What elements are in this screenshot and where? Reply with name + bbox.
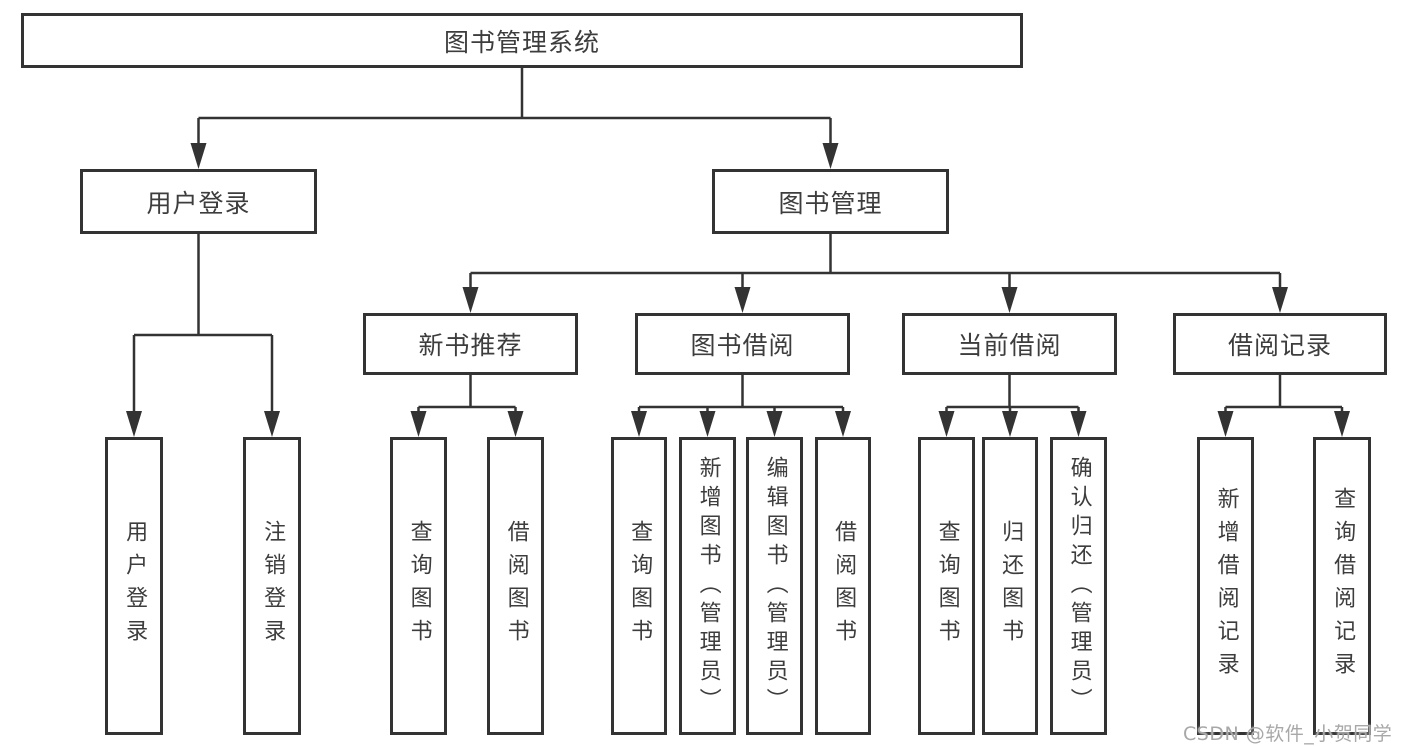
arrowhead-icon xyxy=(1001,287,1018,313)
leaf-label: 注销登录 xyxy=(260,520,286,652)
arrowhead-icon xyxy=(938,411,955,437)
leaf-label: 用户登录 xyxy=(122,520,148,652)
node-current-borrow: 当前借阅 xyxy=(902,313,1117,375)
arrowhead-icon xyxy=(835,411,851,437)
node-user-login: 用户登录 xyxy=(80,169,317,234)
arrowhead-icon xyxy=(1272,287,1288,313)
arrowhead-icon xyxy=(462,287,479,313)
node-borrow-records: 借阅记录 xyxy=(1173,313,1387,375)
leaf-add-book-admin: 新增图书（管理员） xyxy=(679,437,736,735)
leaf-borrow-books-recommend: 借阅图书 xyxy=(487,437,544,735)
arrowhead-icon xyxy=(264,411,280,437)
leaf-add-borrow-record: 新增借阅记录 xyxy=(1197,437,1254,735)
leaf-confirm-return-admin: 确认归还（管理员） xyxy=(1050,437,1107,735)
arrowhead-icon xyxy=(126,411,142,437)
leaf-label: 新增借阅记录 xyxy=(1213,487,1239,685)
node-library-management-system: 图书管理系统 xyxy=(21,13,1023,68)
leaf-label: 借阅图书 xyxy=(831,520,857,652)
node-label: 图书管理系统 xyxy=(443,27,600,57)
arrowhead-icon xyxy=(822,143,839,169)
arrowhead-icon xyxy=(766,411,783,437)
arrowhead-icon xyxy=(1002,411,1018,437)
arrowhead-icon xyxy=(734,287,751,313)
node-label: 图书借阅 xyxy=(690,331,795,360)
node-label: 用户登录 xyxy=(146,188,251,218)
leaf-query-books-borrow: 查询图书 xyxy=(611,437,667,735)
arrowhead-icon xyxy=(410,411,427,437)
leaf-edit-book-admin: 编辑图书（管理员） xyxy=(746,437,803,735)
arrowhead-icon xyxy=(1217,411,1234,437)
node-book-borrow: 图书借阅 xyxy=(635,313,850,375)
leaf-user-login: 用户登录 xyxy=(105,437,163,735)
leaf-label: 新增图书（管理员） xyxy=(695,455,721,717)
arrowhead-icon xyxy=(1070,411,1087,437)
leaf-label: 查询图书 xyxy=(934,520,960,652)
node-label: 借阅记录 xyxy=(1227,331,1332,360)
node-label: 新书推荐 xyxy=(418,331,523,360)
node-label: 当前借阅 xyxy=(957,331,1062,360)
leaf-logout: 注销登录 xyxy=(243,437,301,735)
node-new-book-recommend: 新书推荐 xyxy=(363,313,578,375)
leaf-label: 归还图书 xyxy=(998,520,1024,652)
leaf-label: 查询图书 xyxy=(627,520,653,652)
leaf-label: 借阅图书 xyxy=(503,520,529,652)
arrowhead-icon xyxy=(1334,411,1350,437)
arrowhead-icon xyxy=(631,411,647,437)
leaf-borrow-books: 借阅图书 xyxy=(815,437,871,735)
leaf-query-books-current: 查询图书 xyxy=(918,437,975,735)
leaf-label: 确认归还（管理员） xyxy=(1066,455,1092,717)
node-book-management: 图书管理 xyxy=(712,169,949,234)
arrowhead-icon xyxy=(507,411,524,437)
leaf-label: 查询借阅记录 xyxy=(1330,487,1356,685)
arrowhead-icon xyxy=(699,411,716,437)
csdn-watermark: CSDN @软件_小贺同学 xyxy=(1183,723,1393,745)
leaf-query-borrow-record: 查询借阅记录 xyxy=(1313,437,1371,735)
leaf-return-books: 归还图书 xyxy=(982,437,1038,735)
leaf-query-books-recommend: 查询图书 xyxy=(390,437,447,735)
arrowhead-icon xyxy=(190,143,207,169)
leaf-label: 查询图书 xyxy=(406,520,432,652)
leaf-label: 编辑图书（管理员） xyxy=(762,455,788,717)
node-label: 图书管理 xyxy=(778,188,883,218)
